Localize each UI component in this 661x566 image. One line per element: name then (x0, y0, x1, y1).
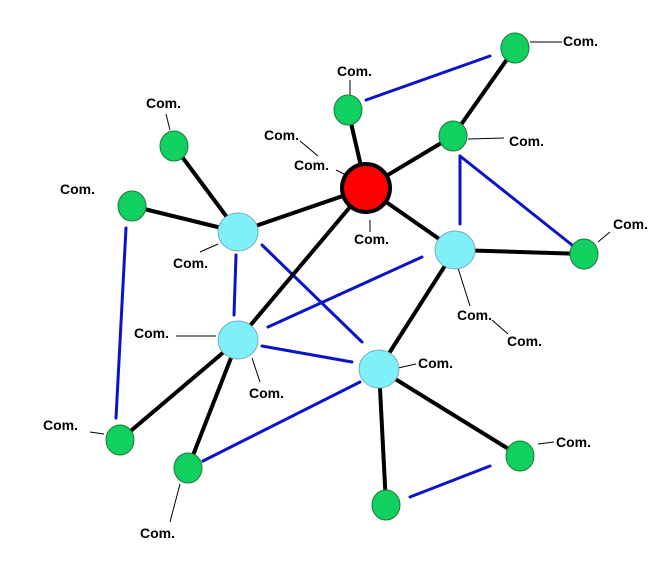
leader-line (251, 357, 261, 383)
node-label: Com. (354, 231, 389, 247)
hub-node (340, 162, 392, 214)
link-relay-left-to-relay-mid (232, 253, 238, 317)
leader-line (491, 319, 509, 335)
node-label: Com. (173, 255, 208, 271)
link-leaf-bottom-to-leaf-bottom-right (408, 464, 492, 499)
node-label: Com. (249, 385, 284, 401)
link-relay-mid-to-leaf-bottom-left (186, 338, 240, 470)
leader-line (199, 243, 219, 253)
leader-line (299, 140, 319, 157)
nodes (105, 32, 599, 521)
leader-line (597, 231, 611, 243)
link-leaf-upper-right-to-leaf-right (458, 154, 574, 247)
link-leaf-top-right-to-leaf-top (364, 54, 492, 102)
node-label: Com. (337, 63, 372, 79)
leader-line (169, 483, 181, 523)
leaf-node-bottom-left (173, 452, 203, 484)
node-label: Com. (613, 216, 648, 232)
node-label: Com. (563, 33, 598, 49)
leaf-node-upper-right (438, 120, 468, 152)
leaf-node-left (117, 190, 147, 222)
link-relay-right-to-leaf-right (453, 248, 586, 256)
link-relay-right-to-relay-bottom (377, 248, 457, 371)
link-relay-bottom-to-leaf-bottom-left (201, 380, 362, 463)
leaf-node-bottom-right (505, 440, 535, 472)
leader-line (89, 431, 105, 435)
node-label: Com. (146, 95, 181, 111)
node-label: Com. (60, 181, 95, 197)
link-hub-to-relay-mid (236, 186, 368, 342)
secondary-links (114, 54, 574, 499)
relay-node-mid (217, 320, 259, 360)
leader-line (467, 137, 505, 140)
node-label: Com. (507, 333, 542, 349)
node-label: Com. (294, 157, 329, 173)
leaf-node-lower-left (105, 424, 135, 456)
link-relay-mid-to-leaf-lower-left (118, 338, 240, 442)
link-relay-bottom-to-leaf-bottom-right (377, 367, 522, 458)
node-label: Com. (43, 417, 78, 433)
relay-node-left (217, 212, 259, 252)
leader-line (397, 363, 417, 369)
relay-node-bottom (358, 349, 400, 389)
link-leaf-upper-right-to-leaf-top-right (451, 46, 517, 138)
relay-node-right (434, 230, 476, 270)
link-relay-mid-to-relay-right (266, 255, 424, 329)
link-leaf-left-to-leaf-lower-left (114, 226, 128, 420)
leader-line (457, 267, 471, 307)
node-label: Com. (134, 325, 169, 341)
node-labels: Com. Com. Com. Com. Com. Com. Com. Com. … (43, 33, 648, 541)
node-label: Com. (457, 307, 492, 323)
link-relay-mid-to-relay-bottom (260, 344, 354, 364)
node-label: Com. (556, 434, 591, 450)
leader-line (165, 113, 171, 131)
link-relay-bottom-to-leaf-bottom (377, 367, 388, 507)
node-label: Com. (509, 133, 544, 149)
leaf-node-upper-left (159, 130, 189, 162)
leaf-node-top-right (500, 32, 530, 64)
leaf-node-top (333, 94, 363, 126)
link-relay-left-to-relay-bottom (260, 243, 364, 344)
leaf-node-bottom (371, 489, 401, 521)
node-label: Com. (264, 127, 299, 143)
leader-line (537, 441, 555, 445)
node-label: Com. (140, 525, 175, 541)
leaf-node-right (569, 238, 599, 270)
node-label: Com. (418, 355, 453, 371)
